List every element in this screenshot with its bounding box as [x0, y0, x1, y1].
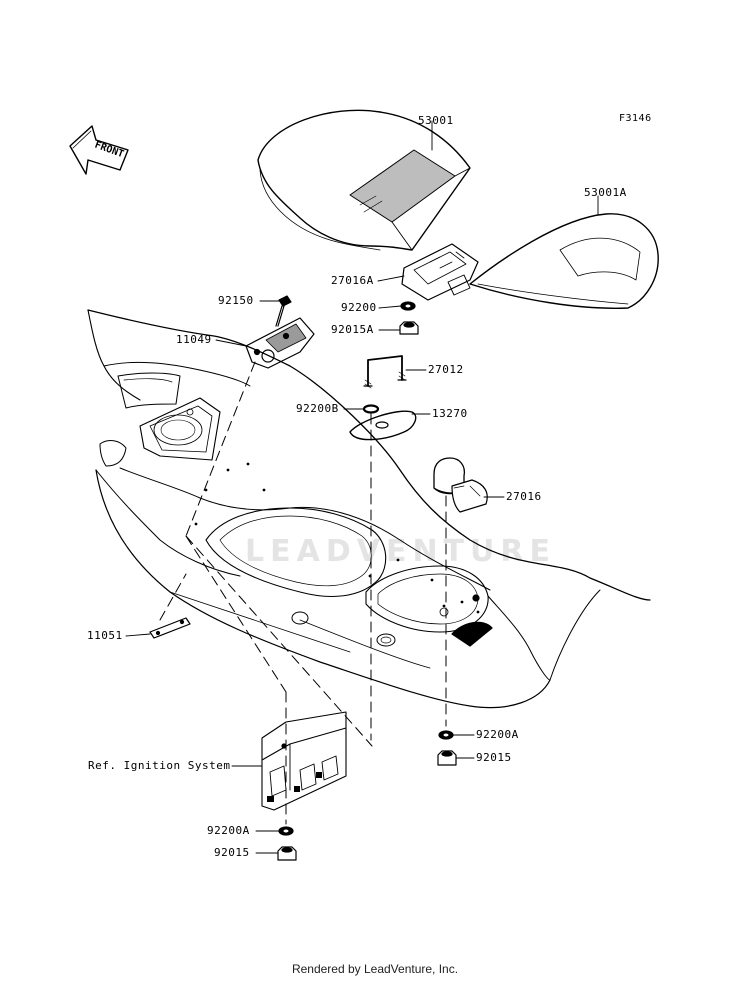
bolt-92150 [275, 295, 292, 327]
ignition-bracket [261, 711, 347, 811]
callout-92015A[interactable]: 92015A [331, 323, 374, 336]
callout-92200A-right[interactable]: 92200A [476, 728, 519, 741]
callout-ref-ignition-system[interactable]: Ref. Ignition System [88, 759, 231, 772]
footer-credit: Rendered by LeadVenture, Inc. [291, 962, 459, 976]
nut-92015-left [277, 846, 297, 861]
washer-92200B [362, 404, 380, 414]
watermark-text: LEADVENTURE [245, 534, 556, 569]
callout-92150[interactable]: 92150 [218, 294, 254, 307]
callout-92200[interactable]: 92200 [341, 301, 377, 314]
callout-92015-left[interactable]: 92015 [214, 846, 250, 859]
leader-lines [125, 120, 599, 854]
bumper-27016 [433, 457, 488, 513]
nut-92015-right [437, 750, 457, 766]
assembly-dashed-lines [159, 361, 447, 825]
nut-92015A [399, 321, 419, 335]
callout-11049[interactable]: 11049 [176, 333, 212, 346]
seat-53001 [257, 109, 471, 251]
callout-92200A-left[interactable]: 92200A [207, 824, 250, 837]
front-arrow-icon: FRONT [69, 125, 129, 175]
callout-92015-right[interactable]: 92015 [476, 751, 512, 764]
front-arrow-label: FRONT [93, 140, 125, 161]
callout-27016[interactable]: 27016 [506, 490, 542, 503]
latch-27016A [401, 243, 479, 301]
figure-code: F3146 [619, 113, 652, 124]
callout-11051[interactable]: 11051 [87, 629, 123, 642]
callout-53001A[interactable]: 53001A [584, 186, 627, 199]
callout-13270[interactable]: 13270 [432, 407, 468, 420]
callout-27016A[interactable]: 27016A [331, 274, 374, 287]
callout-53001[interactable]: 53001 [418, 114, 454, 127]
plate-13270 [349, 410, 417, 441]
hull-body [87, 309, 651, 709]
strap-11051 [149, 617, 191, 639]
callout-92200B[interactable]: 92200B [296, 402, 339, 415]
callout-27012[interactable]: 27012 [428, 363, 464, 376]
rear-seat-53001A [469, 213, 659, 309]
u-bolt-27012 [363, 355, 407, 389]
